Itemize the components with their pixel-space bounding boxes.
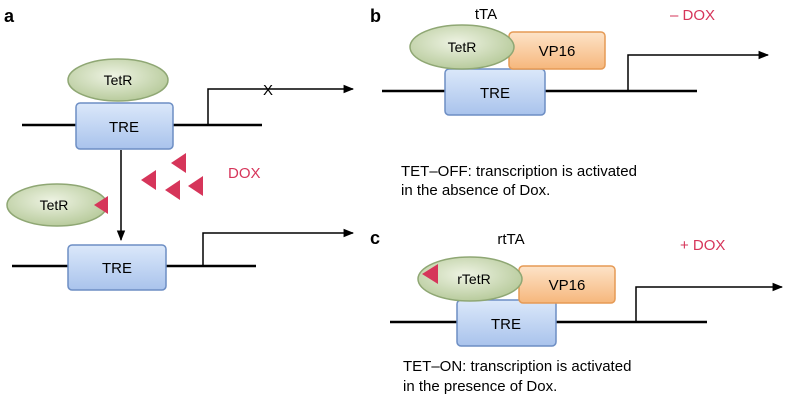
panel-b-condition: – DOX [670, 7, 715, 24]
tetr-free-label: TetR [40, 197, 69, 213]
tetr-bound-label: TetR [104, 72, 133, 88]
tre-box-c [456, 299, 557, 347]
dox-molecules [141, 153, 203, 200]
tetr-label-b: TetR [448, 39, 477, 55]
tre-box-b [444, 68, 546, 116]
tre-label-a-bottom: TRE [102, 260, 132, 277]
tre-box-a-bottom [67, 244, 167, 291]
panel-b: b tTA – DOX TRE VP16 TetR TET–OFF: trans… [370, 6, 770, 199]
vp16-label-c: VP16 [549, 277, 586, 294]
dox-bound-c [422, 264, 438, 284]
panel-b-letter: b [370, 6, 381, 26]
panel-c-letter: c [370, 228, 380, 248]
panel-a: a X TRE TetR DOX TetR TRE [4, 6, 355, 291]
transcription-arrow-active-a [202, 228, 355, 266]
tetr-bound-ellipse [67, 58, 169, 102]
tre-label-c: TRE [491, 316, 521, 333]
panel-a-letter: a [4, 6, 15, 26]
transcription-arrow-b [627, 50, 770, 91]
panel-c-condition: + DOX [680, 237, 725, 254]
transcription-arrow-c [635, 282, 784, 322]
tre-box-a-top [75, 102, 174, 150]
tre-label-a-top: TRE [109, 119, 139, 136]
caption-b-line2: in the absence of Dox. [401, 182, 550, 199]
blocked-x-mark: X [263, 82, 273, 99]
tetr-ellipse-b [409, 24, 515, 70]
caption-c-line2: in the presence of Dox. [403, 378, 557, 395]
dox-label: DOX [228, 165, 261, 182]
panel-c: c rtTA + DOX TRE VP16 rTetR TET–ON: tran… [370, 228, 784, 395]
panel-b-title: tTA [475, 6, 497, 23]
caption-c-line1: TET–ON: transcription is activated [403, 358, 631, 375]
rtetr-label-c: rTetR [457, 271, 490, 287]
caption-b-line1: TET–OFF: transcription is activated [401, 163, 637, 180]
rtetr-ellipse-c [417, 256, 523, 302]
dox-bound-a [94, 196, 108, 214]
transcription-arrow-blocked [207, 84, 355, 125]
vp16-label-b: VP16 [539, 43, 576, 60]
panel-c-title: rtTA [497, 231, 524, 248]
tre-label-b: TRE [480, 85, 510, 102]
